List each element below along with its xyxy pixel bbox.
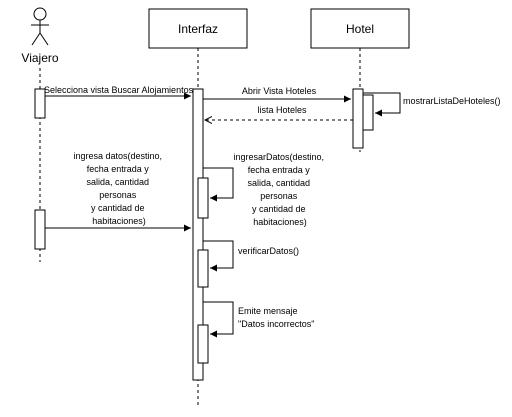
activation-hotel-main	[352, 88, 364, 149]
activation-interfaz-main	[192, 88, 204, 381]
actor-leg-right	[39, 32, 49, 46]
actor-viajero[interactable]: Viajero	[21, 7, 59, 65]
participant-box	[148, 8, 248, 49]
activation-interfaz-ingresar	[197, 177, 209, 219]
message-label: Selecciona vista Buscar Alojamientos	[44, 85, 194, 95]
participant-interfaz[interactable]: Interfaz	[148, 8, 248, 49]
message-label: ingresarDatos(destino, fecha entrada y s…	[233, 152, 326, 227]
actor-leg-left	[31, 32, 41, 46]
message-label: verificarDatos()	[238, 246, 299, 256]
message-lista-hoteles: lista Hoteles	[205, 105, 353, 120]
message-label: lista Hoteles	[257, 105, 307, 115]
participant-label: Hotel	[346, 22, 374, 36]
message-mostrar-lista-hoteles: mostrarListaDeHoteles()	[363, 92, 501, 117]
activation-interfaz-mensaje	[197, 324, 209, 364]
message-emite-mensaje: Emite mensaje "Datos incorrectos"	[203, 301, 314, 338]
message-label: Emite mensaje "Datos incorrectos"	[238, 306, 314, 329]
message-ingresar-datos: ingresarDatos(destino, fecha entrada y s…	[203, 152, 326, 227]
activation-viajero-1	[34, 88, 46, 119]
message-label: ingresa datos(destino, fecha entrada y s…	[73, 151, 164, 226]
activation-viajero-2	[34, 209, 46, 250]
message-label: mostrarListaDeHoteles()	[403, 96, 501, 106]
activation-interfaz-verificar	[197, 249, 209, 288]
message-abrir-vista-hoteles: Abrir Vista Hoteles	[203, 86, 351, 103]
participant-box	[310, 8, 410, 49]
message-selecciona-vista: Selecciona vista Buscar Alojamientos	[44, 85, 194, 100]
message-label: Abrir Vista Hoteles	[242, 86, 317, 96]
participant-hotel[interactable]: Hotel	[310, 8, 410, 49]
message-verificar-datos: verificarDatos()	[203, 240, 299, 272]
actor-head	[33, 7, 47, 21]
message-ingresa-datos: ingresa datos(destino, fecha entrada y s…	[45, 151, 191, 232]
activation-hotel-self	[362, 94, 374, 131]
participant-label: Interfaz	[178, 22, 218, 36]
actor-label: Viajero	[21, 51, 58, 65]
